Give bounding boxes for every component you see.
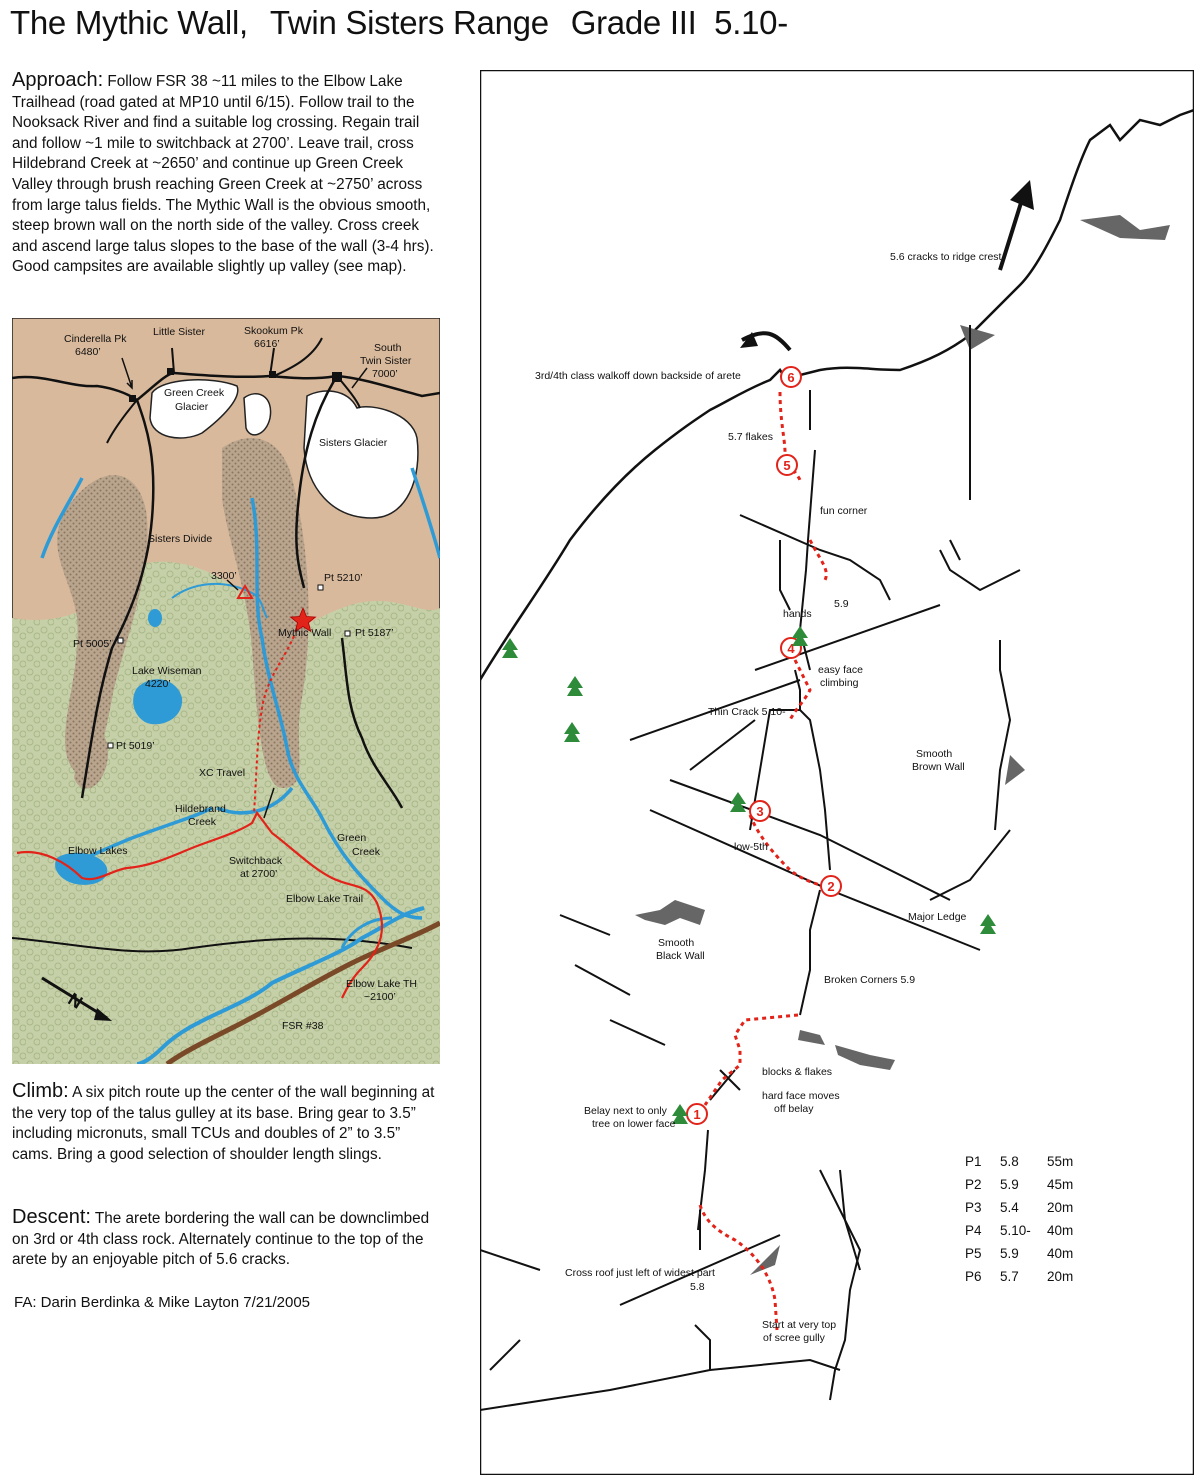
pitch-5-name: P5	[965, 1246, 982, 1261]
map-label-hildebrand: Hildebrand	[175, 803, 226, 815]
descent-heading: Descent:	[12, 1206, 91, 1228]
map-label-elbow-lake-trail: Elbow Lake Trail	[286, 893, 363, 905]
approach-section: Approach: Follow FSR 38 ~11 miles to the…	[12, 70, 442, 278]
belay-2: 2	[827, 879, 834, 894]
pitch-3-length: 20m	[1047, 1200, 1074, 1215]
topo-label-fun-corner: fun corner	[820, 505, 868, 517]
topo-label-belay: Belay next to only	[584, 1105, 668, 1117]
map-label-cinderella: Cinderella Pk	[64, 333, 127, 345]
topo-label-start: Start at very top	[762, 1319, 836, 1331]
topo-label-hard-face-2: off belay	[774, 1103, 814, 1115]
route-grade: Grade III 5.10-	[570, 4, 788, 41]
pitch-1-name: P1	[965, 1154, 982, 1169]
map-label-mythic-wall: Mythic Wall	[278, 627, 331, 639]
map-label-switchback: Switchback	[229, 855, 283, 867]
topo-label-hands: hands	[783, 608, 812, 620]
pitch-4-length: 40m	[1047, 1223, 1074, 1238]
first-ascent: FA: Darin Berdinka & Mike Layton 7/21/20…	[14, 1294, 311, 1311]
topo-label-smooth-brown-2: Brown Wall	[912, 761, 965, 773]
map-label-elbow-th: Elbow Lake TH	[346, 978, 417, 990]
map-label-fsr: FSR #38	[282, 1020, 324, 1032]
map-label-cinderella-elev: 6480’	[75, 346, 101, 358]
map-label-pt5005: Pt 5005’	[73, 638, 112, 650]
pitch-2-grade: 5.9	[1000, 1177, 1019, 1192]
map-label-hildebrand-2: Creek	[188, 816, 217, 828]
topo-label-blocks: blocks & flakes	[762, 1066, 832, 1078]
map-label-lake-wiseman-elev: 4220’	[145, 678, 171, 690]
map-label-elbow-lakes: Elbow Lakes	[68, 845, 128, 857]
topo-label-easy-face-2: climbing	[820, 677, 859, 689]
page-title: The Mythic Wall, Twin Sisters Range Grade …	[10, 4, 810, 42]
map-label-south-twin-2: Twin Sister	[360, 355, 412, 367]
range-name: Twin Sisters Range	[269, 4, 549, 41]
pitch-6-length: 20m	[1047, 1269, 1074, 1284]
topo-label-major-ledge: Major Ledge	[908, 911, 967, 923]
pitch-1-grade: 5.8	[1000, 1154, 1019, 1169]
map-label-xc-travel: XC Travel	[199, 767, 245, 779]
map-label-south-twin-elev: 7000’	[372, 368, 398, 380]
map-label-lake-wiseman: Lake Wiseman	[132, 665, 202, 677]
pitch-4-name: P4	[965, 1223, 982, 1238]
pitch-2-length: 45m	[1047, 1177, 1074, 1192]
route-name: The Mythic Wall,	[10, 4, 248, 41]
topo-label-cross-roof-2: 5.8	[690, 1281, 705, 1293]
map-label-pt5019: Pt 5019’	[116, 740, 155, 752]
topo-label-belay-2: tree on lower face	[592, 1118, 676, 1130]
map-label-green-creek-glacier-2: Glacier	[175, 401, 209, 413]
topo-label-smooth-brown: Smooth	[916, 748, 952, 760]
descent-section: Descent: The arete bordering the wall ca…	[12, 1207, 442, 1271]
descent-text: The arete bordering the wall can be down…	[12, 1210, 430, 1269]
map-label-3300: 3300’	[211, 570, 237, 582]
map-label-green-creek-2: Creek	[352, 846, 381, 858]
map-label-switchback-2: at 2700’	[240, 868, 277, 880]
topo-label-smooth-black: Smooth	[658, 937, 694, 949]
map-label-green-creek-glacier: Green Creek	[164, 387, 225, 399]
tree-icons	[502, 626, 996, 1124]
map-label-little-sister: Little Sister	[153, 326, 205, 338]
topo-label-ridge-crest: 5.6 cracks to ridge crest	[890, 251, 1002, 263]
map-label-green-creek: Green	[337, 832, 366, 844]
pitch-5-grade: 5.9	[1000, 1246, 1019, 1261]
topo-label-thin-crack: Thin Crack 5.10-	[708, 706, 786, 718]
belay-4: 4	[787, 641, 795, 656]
map-label-pt5187: Pt 5187’	[355, 627, 394, 639]
topo-label-smooth-black-2: Black Wall	[656, 950, 705, 962]
topo-label-start-2: of scree gully	[763, 1332, 826, 1344]
topo-label-flakes: 5.7 flakes	[728, 431, 773, 443]
belay-markers: 1 2 3 4 5 6	[686, 366, 842, 1125]
topo-label-easy-face: easy face	[818, 664, 863, 676]
pitch-4-grade: 5.10-	[1000, 1223, 1031, 1238]
pitch-3-grade: 5.4	[1000, 1200, 1019, 1215]
pitch-2-name: P2	[965, 1177, 982, 1192]
map-label-pt5210: Pt 5210’	[324, 572, 363, 584]
pitch-3-name: P3	[965, 1200, 982, 1215]
topo-label-broken-corners: Broken Corners 5.9	[824, 974, 915, 986]
topo-label-cross-roof: Cross roof just left of widest part	[565, 1267, 715, 1279]
approach-heading: Approach:	[12, 69, 104, 91]
topo-label-walkoff: 3rd/4th class walkoff down backside of a…	[535, 370, 741, 382]
pitch-6-grade: 5.7	[1000, 1269, 1019, 1284]
map-label-skookum: Skookum Pk	[244, 325, 304, 337]
pitch-1-length: 55m	[1047, 1154, 1074, 1169]
pitch-5-length: 40m	[1047, 1246, 1074, 1261]
pitch-6-name: P6	[965, 1269, 982, 1284]
map-label-sisters-glacier: Sisters Glacier	[319, 437, 388, 449]
topo-label-hard-face: hard face moves	[762, 1090, 840, 1102]
climb-text: A six pitch route up the center of the w…	[12, 1084, 435, 1163]
approach-text: Follow FSR 38 ~11 miles to the Elbow Lak…	[12, 73, 434, 276]
climb-heading: Climb:	[12, 1080, 69, 1102]
belay-1: 1	[693, 1107, 700, 1122]
topo-label-low5th: low-5th	[734, 841, 768, 853]
route-topo: 1 2 3 4 5 6 5.6 cracks to ridge crest 3r…	[480, 70, 1194, 1475]
belay-3: 3	[756, 804, 763, 819]
belay-6: 6	[787, 370, 794, 385]
area-map: Cinderella Pk 6480’ Little Sister Skooku…	[12, 318, 440, 1064]
map-label-south-twin: South	[374, 342, 402, 354]
map-label-skookum-elev: 6616’	[254, 338, 280, 350]
map-label-sisters-divide: Sisters Divide	[148, 533, 212, 545]
topo-label-5-9: 5.9	[834, 598, 849, 610]
climb-section: Climb: A six pitch route up the center o…	[12, 1081, 442, 1165]
map-label-elbow-th-2: ~2100’	[364, 991, 396, 1003]
belay-5: 5	[783, 458, 790, 473]
